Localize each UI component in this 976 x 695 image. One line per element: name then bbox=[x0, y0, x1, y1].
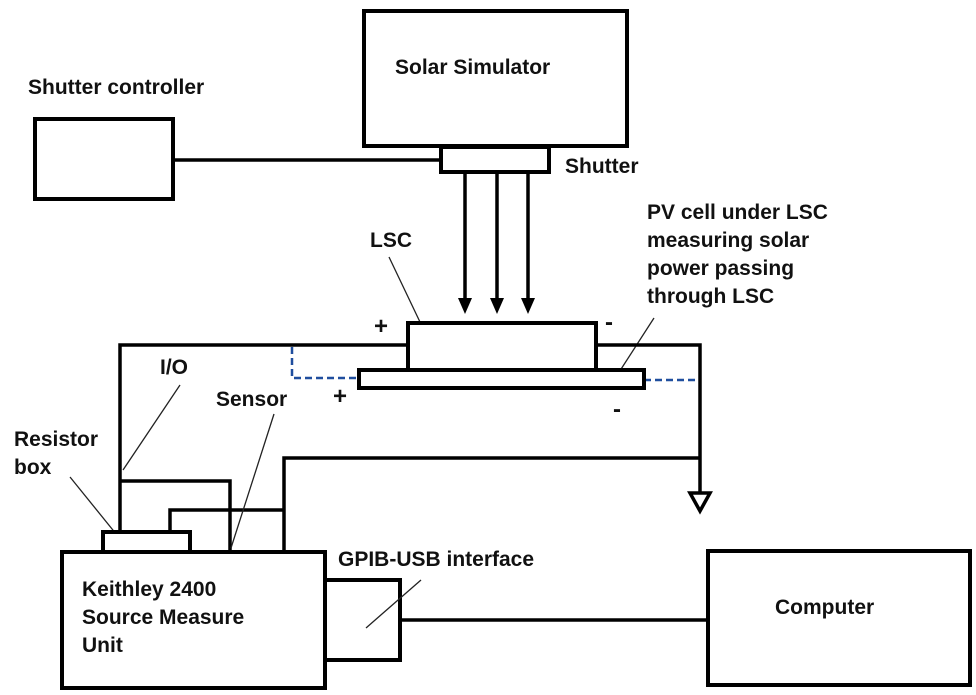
pv-cell-label: PV cell under LSC measuring solar power … bbox=[647, 201, 828, 308]
computer-box bbox=[706, 549, 972, 687]
svg-text:power passing: power passing bbox=[647, 257, 794, 280]
gpib-leader-line bbox=[365, 579, 422, 629]
svg-text:Keithley 2400: Keithley 2400 bbox=[82, 578, 216, 601]
lsc-minus-sign: - bbox=[605, 309, 613, 336]
io-label: I/O bbox=[160, 356, 188, 379]
sensor-wire bbox=[168, 508, 284, 532]
svg-text:through LSC: through LSC bbox=[647, 285, 774, 308]
pv-plus-sign: + bbox=[333, 383, 347, 410]
arrow-head-icon bbox=[521, 298, 535, 314]
shutter-box bbox=[439, 145, 551, 174]
svg-text:Source Measure: Source Measure bbox=[82, 606, 244, 629]
resistor-box bbox=[101, 530, 192, 554]
solar-simulator-label: Solar Simulator bbox=[395, 56, 550, 79]
lsc-plus-sign: + bbox=[374, 313, 388, 340]
lsc-plus-wire bbox=[118, 343, 408, 531]
pv-cell-box bbox=[357, 368, 646, 390]
svg-text:PV cell under LSC: PV cell under LSC bbox=[647, 201, 828, 224]
io-wire bbox=[120, 479, 232, 552]
gpib-label: GPIB-USB interface bbox=[338, 548, 534, 571]
svg-text:box: box bbox=[14, 456, 52, 479]
svg-text:measuring solar: measuring solar bbox=[647, 229, 809, 252]
arrow-head-icon bbox=[458, 298, 472, 314]
resistor-box-label: Resistor box bbox=[14, 428, 98, 479]
ground-icon bbox=[687, 491, 713, 515]
svg-text:Resistor: Resistor bbox=[14, 428, 98, 451]
computer-label: Computer bbox=[775, 596, 874, 619]
arrow-head-icon bbox=[490, 298, 504, 314]
lsc-minus-wire bbox=[596, 343, 702, 493]
keithley-label: Keithley 2400 Source Measure Unit bbox=[82, 578, 244, 657]
svg-text:Unit: Unit bbox=[82, 634, 123, 657]
lsc-box bbox=[406, 321, 598, 372]
gpib-box bbox=[323, 578, 402, 662]
pv-plus-sense-wire bbox=[290, 347, 358, 380]
sensor-leader-line bbox=[230, 413, 275, 549]
shutter-controller-box bbox=[33, 117, 175, 201]
light-arrows bbox=[458, 173, 535, 314]
solar-simulator-box bbox=[362, 9, 629, 148]
lsc-label: LSC bbox=[370, 229, 412, 252]
return-wire bbox=[282, 456, 700, 552]
shutter-controller-label: Shutter controller bbox=[28, 76, 204, 99]
pv-minus-sign: - bbox=[613, 396, 621, 423]
io-leader-line bbox=[122, 384, 181, 471]
sensor-label: Sensor bbox=[216, 388, 287, 411]
shutter-label: Shutter bbox=[565, 155, 639, 178]
